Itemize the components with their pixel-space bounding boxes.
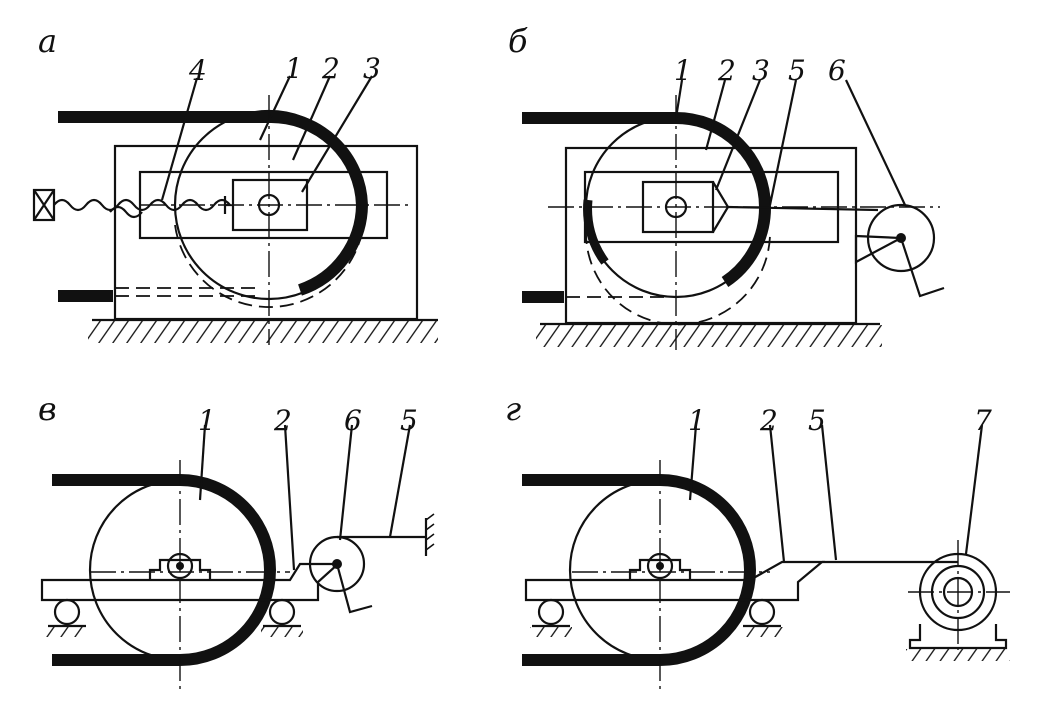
label-g-1: 1	[688, 404, 706, 437]
frame-housing	[113, 144, 419, 321]
label-b-6: 6	[828, 54, 846, 87]
label-b-2: 2	[717, 54, 736, 87]
label-v-6: 6	[344, 404, 362, 437]
label-v-5: 5	[400, 404, 418, 437]
panel-letter-g: г	[505, 390, 521, 428]
drum-dashed-position	[174, 224, 363, 308]
ground-hatch	[536, 325, 882, 347]
winch-6	[866, 203, 936, 273]
label-v-2: 2	[273, 404, 292, 437]
panel-letter-b: б	[508, 22, 528, 60]
ground-hatch	[88, 321, 438, 343]
label-g-5: 5	[808, 404, 826, 437]
panel-g: г 1 2 5 7	[505, 390, 1010, 690]
carriage-2	[524, 560, 826, 602]
belt-upper	[522, 112, 772, 288]
wheel-right	[748, 598, 776, 626]
label-b-5: 5	[788, 54, 806, 87]
belt	[52, 474, 277, 666]
carriage-2	[40, 562, 341, 602]
pillow-block	[628, 558, 692, 580]
drum-dashed-position	[585, 229, 771, 326]
label-g-2: 2	[759, 404, 778, 437]
label-a-2: 2	[321, 52, 340, 85]
label-a-3: 3	[363, 52, 381, 85]
panel-letter-v: в	[38, 390, 57, 428]
panel-v: в 1 2 6 5	[38, 390, 435, 690]
belt	[522, 474, 757, 666]
motor-base	[908, 624, 1008, 650]
wheel-right	[268, 598, 296, 626]
panel-a: а 4 1 2 3	[32, 22, 438, 345]
panel-letter-a: а	[38, 22, 57, 60]
panel-b: б 1 2 3 5 6	[508, 22, 945, 350]
winch-handle	[335, 563, 373, 614]
cable-4	[53, 198, 233, 212]
label-a-4: 4	[188, 54, 207, 87]
belt-upper	[58, 110, 369, 296]
wheel-left	[53, 598, 81, 626]
label-b-1: 1	[674, 54, 692, 87]
winch-support	[854, 234, 906, 264]
pillow-block	[148, 558, 212, 580]
label-a-1: 1	[285, 52, 303, 85]
label-b-3: 3	[752, 54, 770, 87]
label-v-1: 1	[198, 404, 216, 437]
label-g-7: 7	[974, 404, 992, 437]
wheel-left	[537, 598, 565, 626]
cable-5	[727, 205, 879, 212]
winch-handle	[899, 237, 945, 298]
